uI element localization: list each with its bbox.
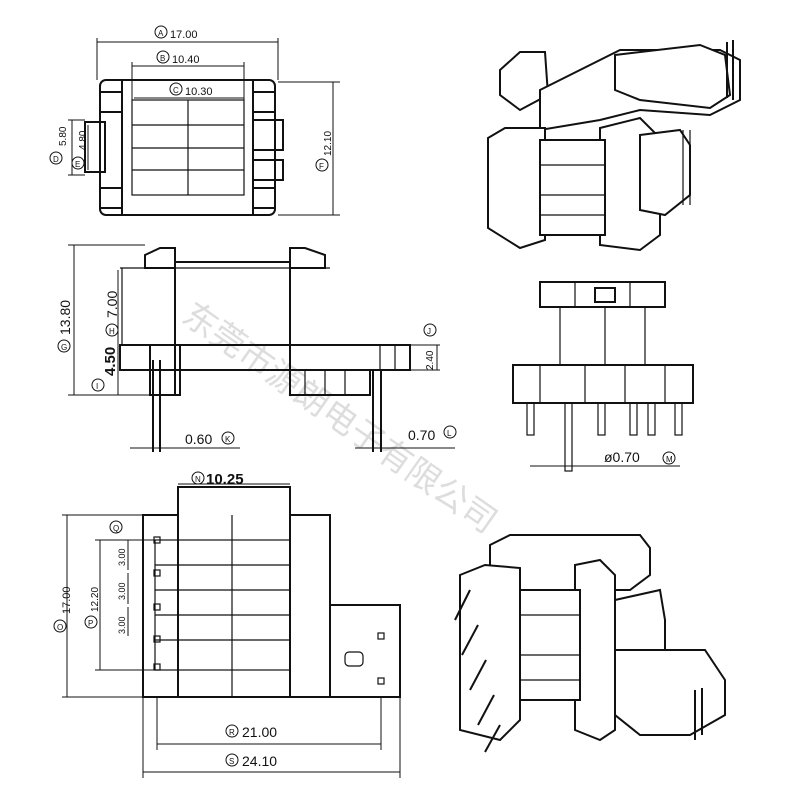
dim-o-value: 17.00 xyxy=(61,586,73,614)
dim-s-letter: S xyxy=(229,757,234,766)
dim-a-letter: A xyxy=(158,29,164,38)
dim-g-letter: G xyxy=(61,343,67,352)
dim-n-letter: N xyxy=(195,475,201,484)
dim-f-letter: F xyxy=(319,162,324,171)
dim-e-value: 4.80 xyxy=(78,130,89,150)
dim-p-value: 12.20 xyxy=(90,587,101,612)
dim-a-value: 17.00 xyxy=(170,29,198,41)
isometric-view-bottom xyxy=(454,534,726,753)
dim-d-value: 5.80 xyxy=(58,126,69,146)
dim-h-value: 7.00 xyxy=(104,291,120,318)
dim-r-value: 21.00 xyxy=(242,724,277,740)
dim-i-value: 4.50 xyxy=(102,347,119,376)
dim-j-value: 2.40 xyxy=(425,350,436,370)
dim-s-value: 24.10 xyxy=(242,753,277,769)
dim-r-letter: R xyxy=(229,728,235,737)
dim-f-value: 12.10 xyxy=(323,131,334,156)
dim-pitch-3: 3.00 xyxy=(117,616,127,634)
dim-l-letter: L xyxy=(447,429,452,438)
dim-q-letter: Q xyxy=(113,524,119,533)
dim-m-letter: M xyxy=(666,455,673,464)
dim-b-value: 10.40 xyxy=(172,54,200,66)
dim-k-letter: K xyxy=(225,435,231,444)
front-view: G 13.80 H 7.00 I 4.50 J 2.40 0.60 K 0.70… xyxy=(57,244,457,452)
dim-h-letter: H xyxy=(109,327,115,336)
dim-o-letter: O xyxy=(57,623,63,632)
dim-g-value: 13.80 xyxy=(57,300,73,335)
dim-d-letter: D xyxy=(53,155,59,164)
dim-m-value: ø0.70 xyxy=(604,449,640,465)
dim-pitch-2: 3.00 xyxy=(117,582,127,600)
dim-l-value: 0.70 xyxy=(408,427,435,443)
dim-p-letter: P xyxy=(88,619,93,628)
dim-c-letter: C xyxy=(173,86,179,95)
bottom-view: N 10.25 Q O 17.00 P 12.20 3.00 3.00 3.00… xyxy=(53,471,401,778)
top-view: A 17.00 B 10.40 C 10.30 D 5.80 E 4.80 F … xyxy=(49,25,340,216)
dim-k-value: 0.60 xyxy=(185,431,212,447)
dim-j-letter: J xyxy=(427,327,431,336)
side-view: ø0.70 M xyxy=(512,281,694,472)
dim-c-value: 10.30 xyxy=(185,86,213,98)
dim-b-letter: B xyxy=(160,54,165,63)
dim-e-letter: E xyxy=(75,160,80,169)
dim-pitch-1: 3.00 xyxy=(117,548,127,566)
watermark: 东莞市源朗电子有限公司 xyxy=(175,295,503,541)
dim-n-value: 10.25 xyxy=(206,471,244,488)
dim-i-letter: I xyxy=(96,382,98,391)
isometric-view-top xyxy=(487,40,741,252)
